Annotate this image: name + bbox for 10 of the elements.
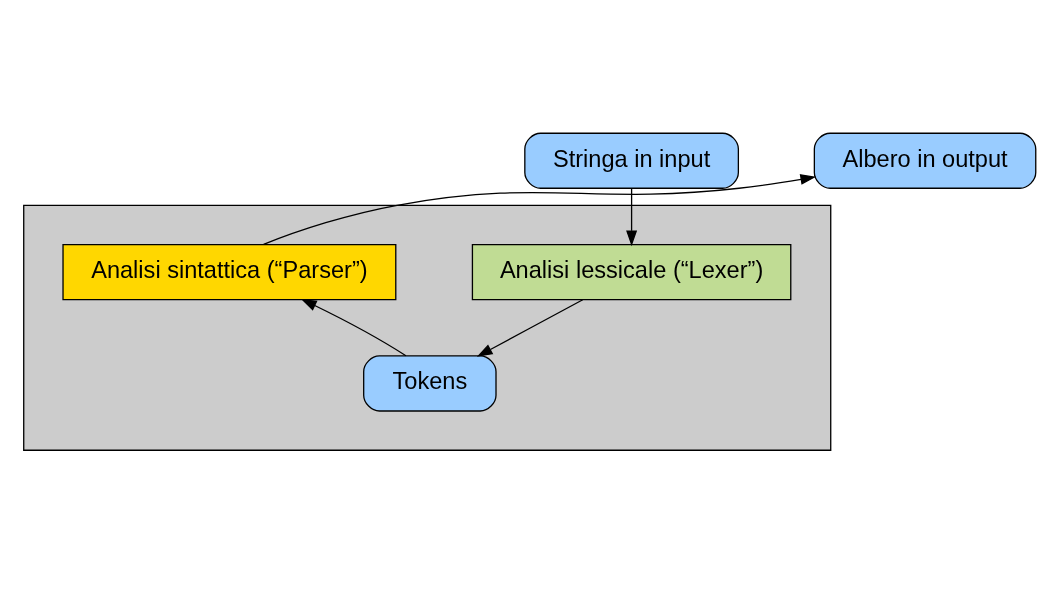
arrow bbox=[300, 298, 407, 357]
node-box: Analisi sintattica (“Parser”) bbox=[62, 243, 397, 301]
arrow bbox=[626, 187, 638, 247]
cluster bbox=[23, 204, 832, 451]
arrow bbox=[476, 299, 584, 357]
node-box: Stringa in input bbox=[524, 132, 740, 189]
node-box: Tokens bbox=[363, 355, 497, 412]
arrow bbox=[262, 173, 817, 246]
node-box: Analisi lessicale (“Lexer”) bbox=[471, 243, 792, 301]
node-box: Albero in output bbox=[813, 132, 1037, 189]
